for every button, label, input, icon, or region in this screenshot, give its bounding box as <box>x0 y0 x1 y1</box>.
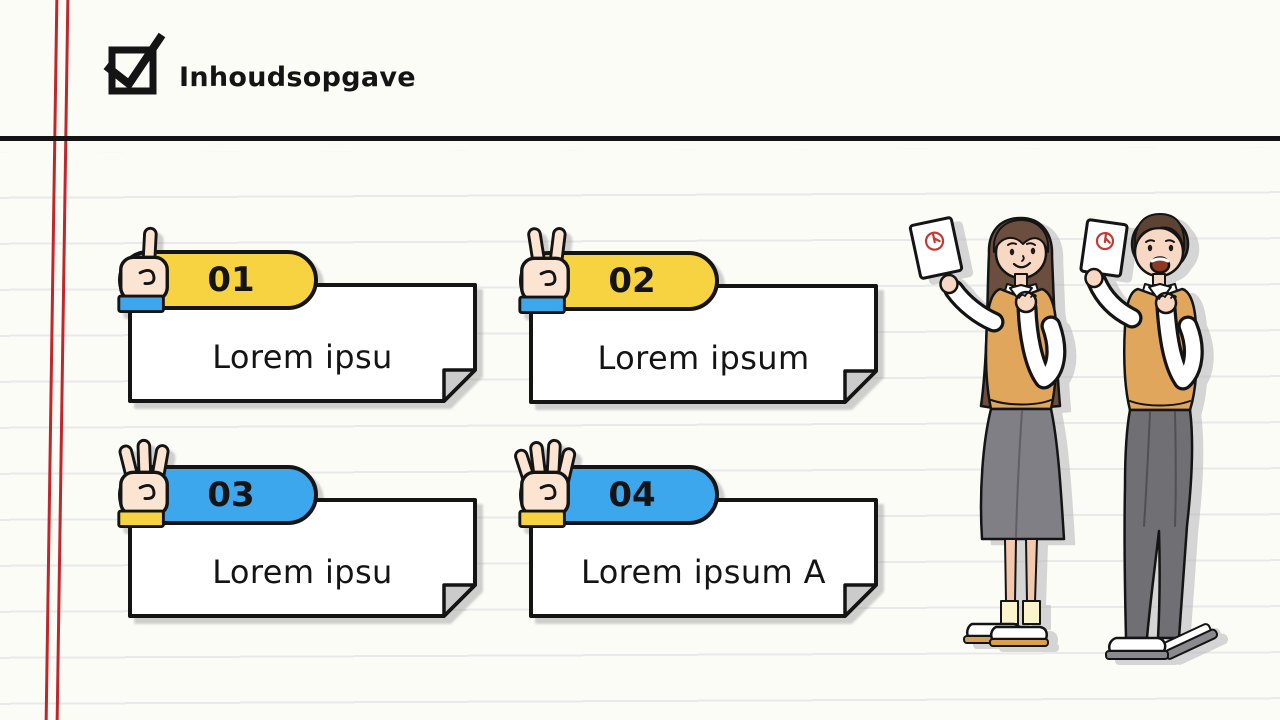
woman-bangs <box>992 219 1050 253</box>
woman-skirt <box>979 407 1066 541</box>
card-number: 01 <box>207 260 255 300</box>
toc-card[interactable]: 02 Lorem ipsum <box>518 227 879 405</box>
card-number: 02 <box>608 261 656 301</box>
card-number: 03 <box>207 475 255 515</box>
note-card-shape <box>128 283 477 403</box>
man-pants <box>1123 408 1194 640</box>
slide-title: Inhoudsopgave <box>179 62 416 93</box>
card-number: 04 <box>608 475 656 515</box>
folded-corner-icon <box>843 369 878 404</box>
folded-corner-icon <box>442 368 477 403</box>
man-hand <box>1084 267 1104 289</box>
card-label: Lorem ipsu <box>212 553 393 591</box>
toc-card[interactable]: 03 Lorem ipsu <box>117 438 478 619</box>
notebook-margin-lines <box>0 0 100 720</box>
slide-header: Inhoudsopgave <box>103 32 416 95</box>
students-voting-illustration <box>908 213 1219 660</box>
toc-card[interactable]: 01 Lorem ipsu <box>117 226 478 404</box>
hand-four-fingers-icon <box>514 438 577 529</box>
card-label: Lorem ipsum A <box>581 553 826 591</box>
hand-two-fingers-icon <box>518 227 570 315</box>
ballot-card-icon <box>1079 218 1129 278</box>
ballot-card-icon <box>908 216 964 280</box>
toc-card[interactable]: 04 Lorem ipsum A <box>514 438 879 619</box>
checkbox-checked-icon <box>103 32 166 95</box>
note-card-shape <box>128 498 477 618</box>
red-ballot-stamp-icon <box>924 231 945 251</box>
margin-line-right <box>55 0 70 720</box>
card-label: Lorem ipsu <box>212 338 393 376</box>
note-card-shape <box>529 284 878 404</box>
woman-hand <box>939 273 959 295</box>
folded-corner-icon <box>442 583 477 618</box>
male-student <box>1079 213 1219 660</box>
folded-corner-icon <box>843 583 878 618</box>
hand-three-fingers-icon <box>117 438 170 529</box>
hand-one-finger-icon <box>117 226 169 314</box>
man-hair-front <box>1133 213 1186 251</box>
note-card-shape <box>529 498 878 618</box>
header-divider-line <box>0 136 1280 141</box>
female-student <box>908 216 1067 647</box>
card-label: Lorem ipsum <box>597 339 810 377</box>
